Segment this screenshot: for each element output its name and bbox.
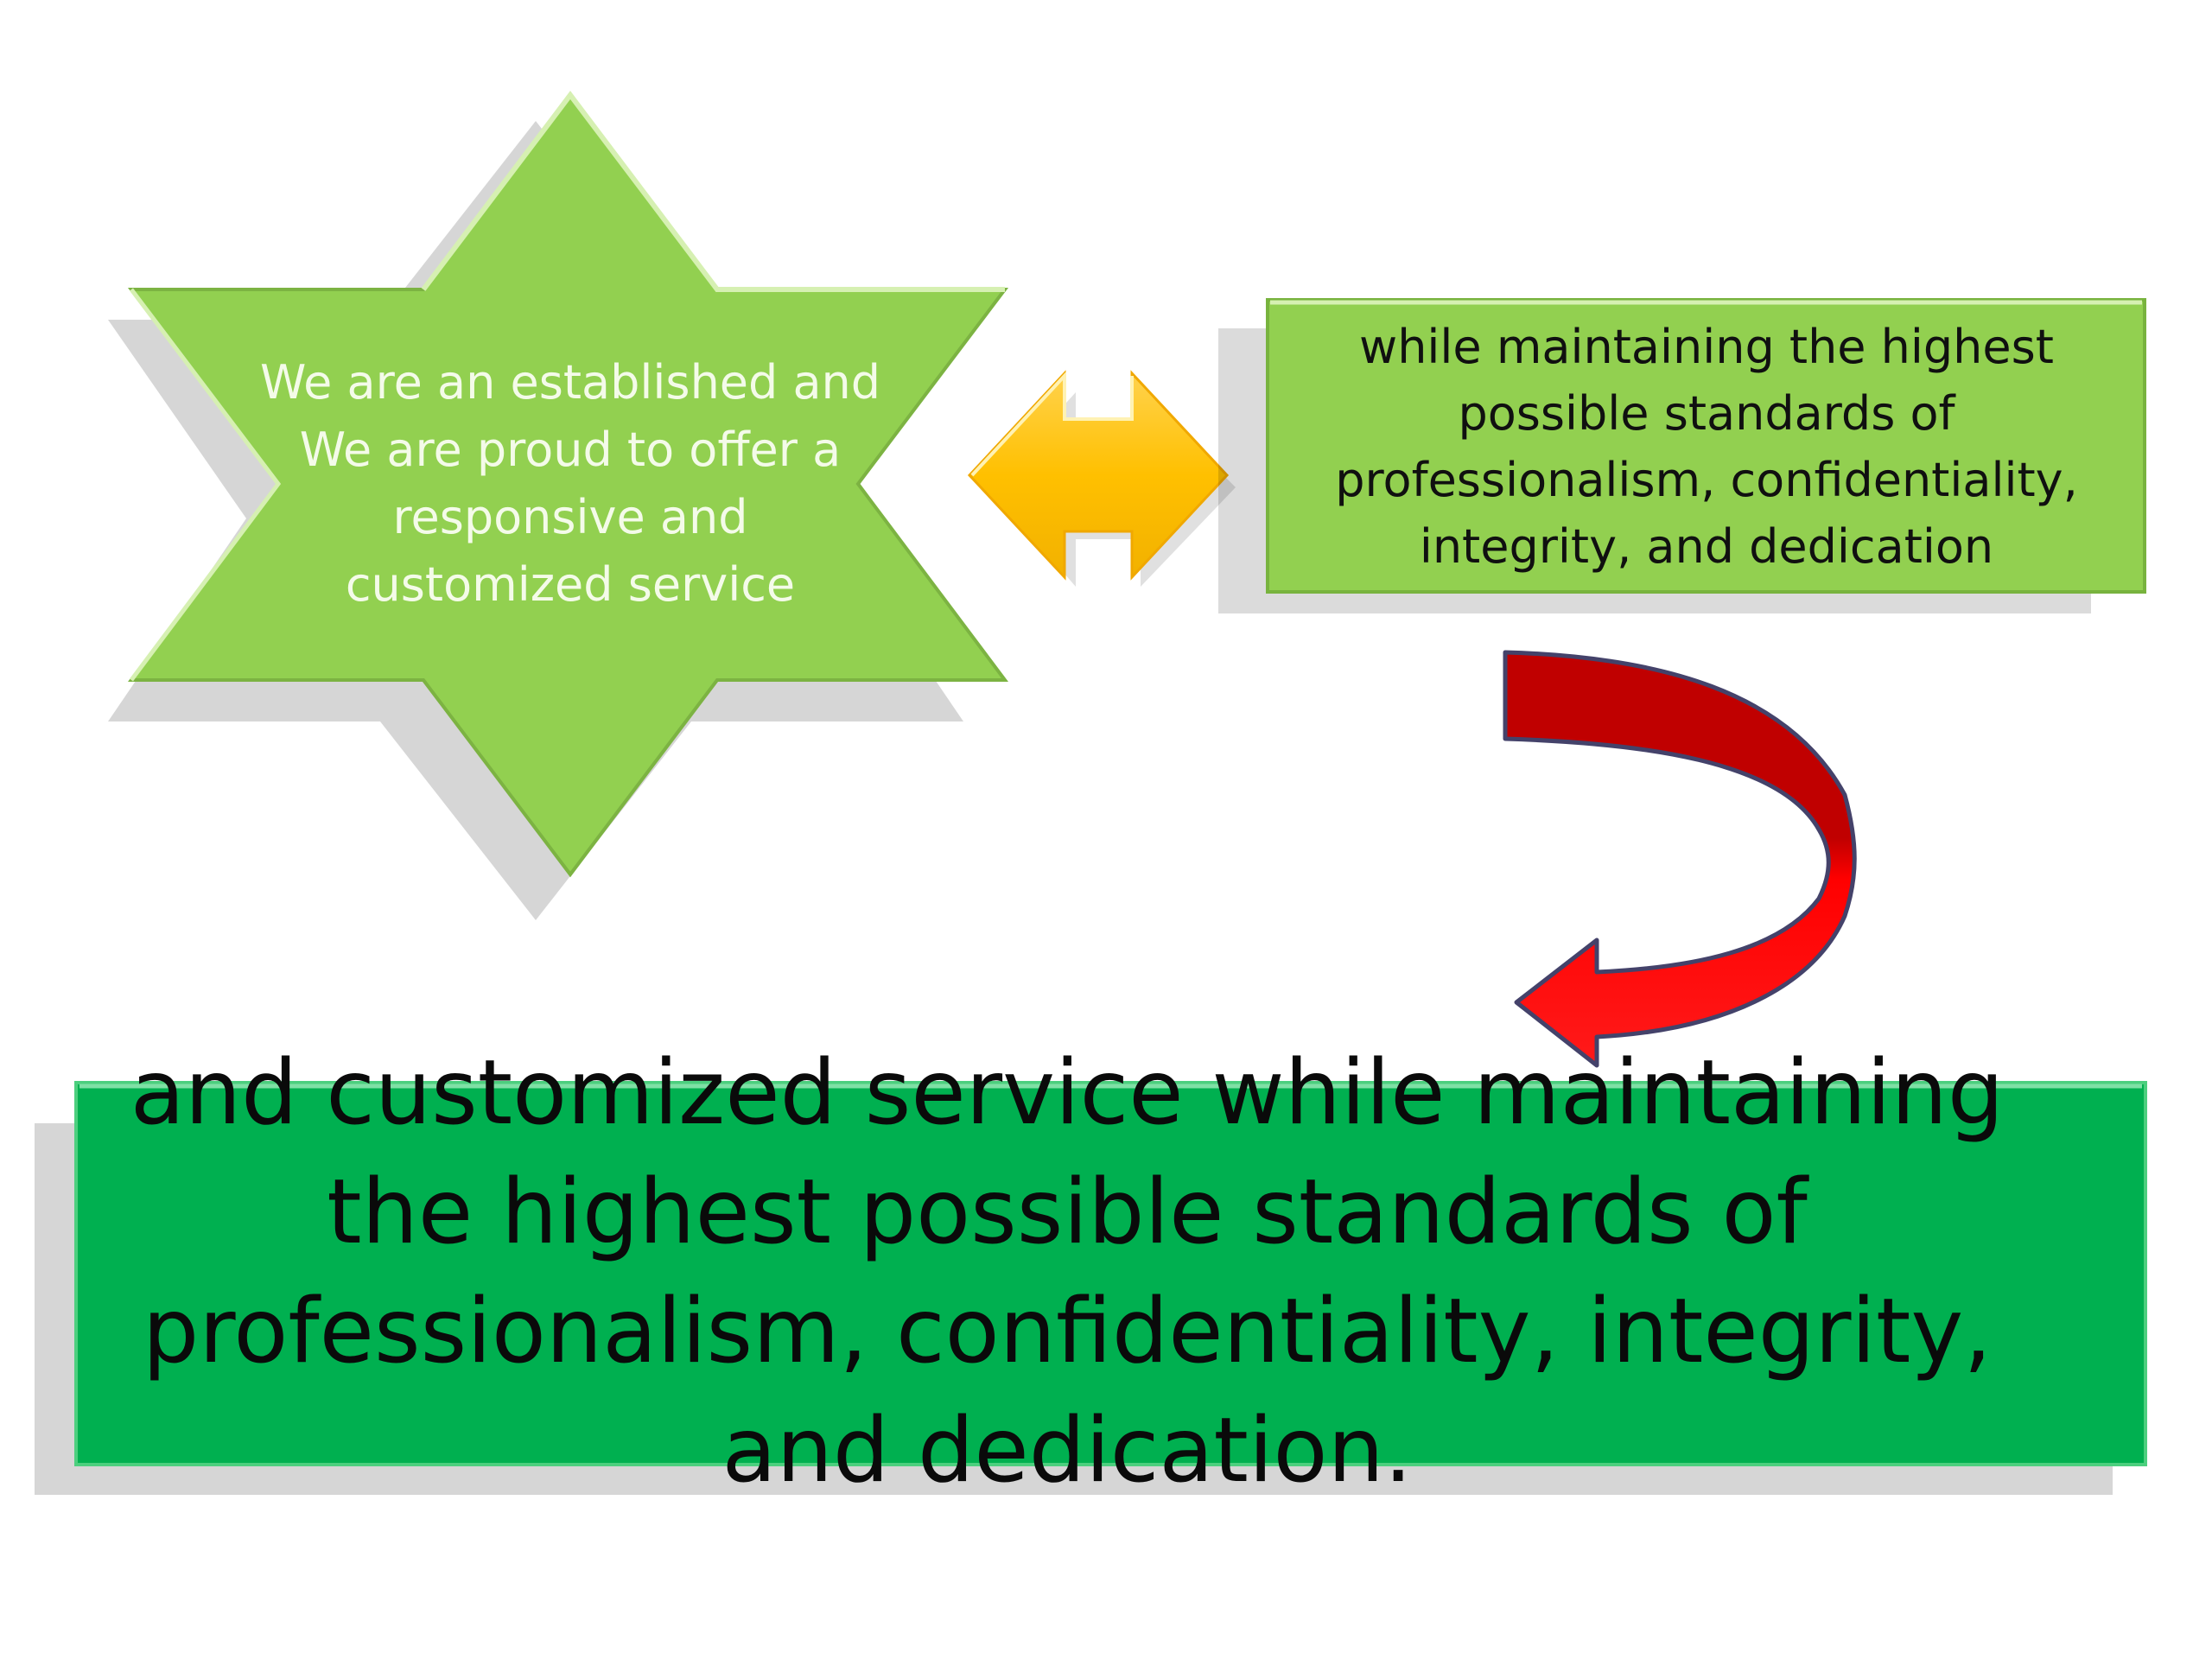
bottom-box-text: and customized service while maintaining… bbox=[130, 1041, 2005, 1503]
curved-down-left-arrow-icon bbox=[1503, 650, 1857, 1068]
star-highlight bbox=[421, 91, 1005, 292]
left-right-arrow-icon bbox=[967, 370, 1236, 587]
bottom-box bbox=[74, 1081, 2147, 1466]
star-text: We are an established and We are proud t… bbox=[259, 355, 881, 612]
top-box-text: while maintaining the highest possible s… bbox=[1335, 320, 2078, 574]
star-highlight-lower bbox=[129, 288, 282, 682]
top-box bbox=[1266, 298, 2146, 594]
